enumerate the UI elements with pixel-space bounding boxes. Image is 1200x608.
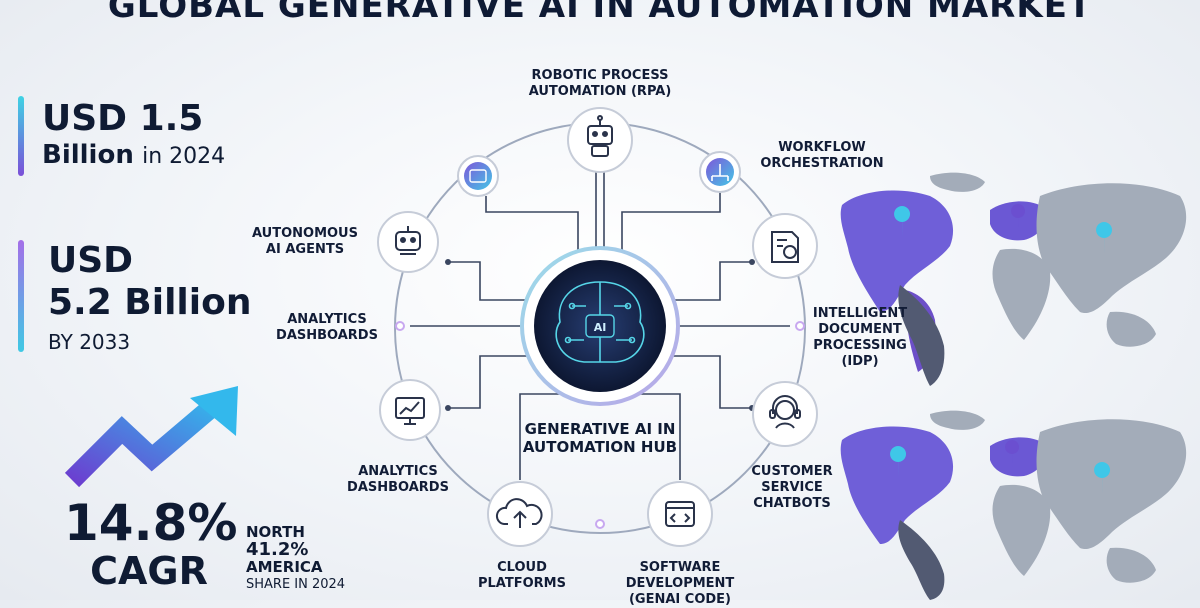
connector-lines	[410, 170, 790, 480]
label-rpa: ROBOTIC PROCESS AUTOMATION (RPA)	[528, 68, 672, 99]
label-analytics-lower: ANALYTICS DASHBOARDS	[347, 464, 449, 495]
accent-bar	[18, 240, 24, 352]
region-line1: NORTH	[246, 523, 305, 541]
stat-2024-unit: Billion	[42, 140, 134, 170]
region-line3: SHARE IN 2024	[246, 577, 346, 592]
page-title: GLOBAL GENERATIVE AI IN AUTOMATION MARKE…	[107, 0, 1093, 26]
data-panel-icon	[464, 162, 492, 190]
cagr-label: CAGR	[90, 549, 208, 593]
cagr-value: 14.8%	[64, 494, 238, 552]
label-workflow: WORKFLOW ORCHESTRATION	[760, 140, 884, 171]
stat-2033-suffix: BY 2033	[48, 330, 131, 354]
cloud-upload-icon	[495, 498, 543, 528]
label-chatbots: CUSTOMER SERVICE CHATBOTS	[751, 464, 833, 511]
stat-2024-sub: Billion in 2024	[42, 140, 225, 170]
world-map-top	[840, 172, 1187, 386]
label-cloud: CLOUD PLATFORMS	[478, 560, 566, 591]
map-pins-top	[894, 204, 1113, 254]
hub-label: GENERATIVE AI IN AUTOMATION HUB	[522, 420, 678, 456]
accent-bar	[18, 96, 24, 176]
ai-chip-icon	[585, 314, 615, 338]
robot-icon	[587, 115, 613, 157]
region-value: 41.2%	[246, 539, 309, 560]
label-software: SOFTWARE DEVELOPMENT (GENAI CODE)	[625, 560, 735, 607]
cagr-block: 14.8% CAGR	[64, 494, 238, 593]
robot-head-icon	[395, 226, 421, 255]
growth-arrow-icon	[64, 386, 238, 488]
label-analytics-upper: ANALYTICS DASHBOARDS	[276, 312, 378, 343]
orbit-dots	[395, 321, 805, 529]
stat-2033-line1: USD	[48, 240, 134, 281]
ai-chip-text: AI	[594, 321, 607, 334]
label-idp: INTELLIGENT DOCUMENT PROCESSING (IDP)	[812, 306, 908, 369]
flowchart-glyph	[711, 164, 729, 181]
region-share: NORTH 41.2% AMERICA SHARE IN 2024	[246, 524, 345, 593]
stat-2033-amount: USD 5.2 Billion	[48, 240, 251, 324]
region-line2: AMERICA	[246, 558, 323, 576]
world-map-bottom	[840, 410, 1187, 600]
analytics-monitor-icon	[395, 397, 425, 425]
map-pins-bottom	[890, 440, 1111, 494]
document-gear-icon	[771, 231, 799, 263]
headset-agent-icon	[769, 395, 801, 429]
stat-2024-amount: USD 1.5	[42, 98, 204, 139]
brain-circuit-icon	[555, 281, 645, 363]
label-agents: AUTONOMOUS AI AGENTS	[252, 226, 358, 257]
stat-2033-line2: 5.2 Billion	[48, 282, 252, 323]
stat-2024-suffix: in 2024	[142, 144, 226, 169]
code-window-icon	[665, 501, 695, 527]
data-panel-glyph	[469, 169, 487, 183]
